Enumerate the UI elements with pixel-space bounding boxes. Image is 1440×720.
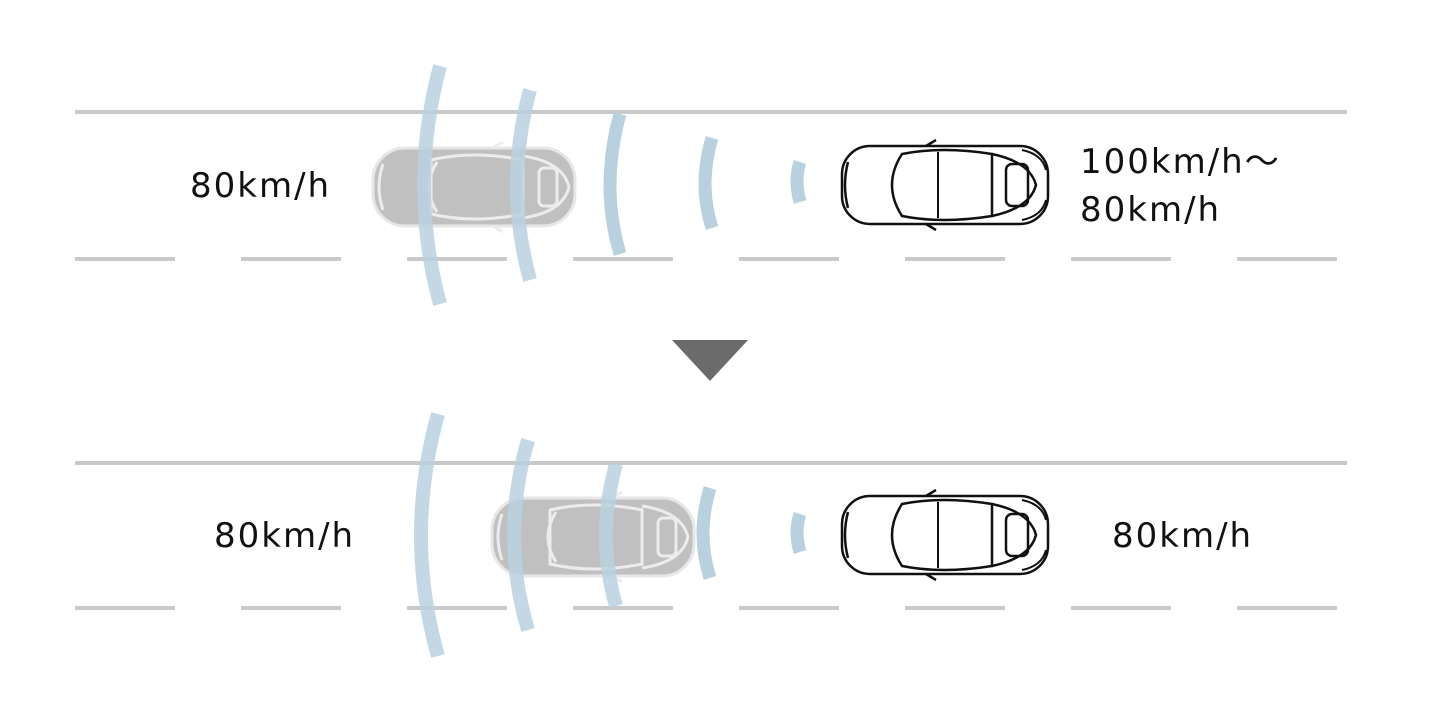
own-speed-after-text: 80km/h (214, 516, 356, 556)
radar-wave-icon (698, 136, 719, 230)
lead-speed-before-line2: 80km/h (1080, 190, 1222, 230)
lead-speed-after: 80km/h (1112, 512, 1253, 560)
own-speed-after: 80km/h (214, 512, 355, 560)
radar-wave-icon (510, 88, 537, 282)
lead-car-before (840, 138, 1050, 232)
radar-wave-icon (599, 462, 623, 608)
following-car-before (371, 140, 577, 234)
radar-wave-icon (507, 438, 535, 632)
radar-waves-before (417, 64, 807, 306)
radar-wave-icon (696, 486, 717, 580)
radar-wave-icon (414, 412, 445, 658)
radar-wave-icon (417, 64, 447, 306)
radar-wave-icon (790, 511, 807, 554)
radar-wave-icon (790, 159, 807, 204)
radar-waves-after (414, 412, 807, 658)
lane-top-after (75, 461, 1347, 610)
own-speed-before-text: 80km/h (190, 166, 332, 206)
own-speed-before: 80km/h (190, 162, 331, 210)
lead-speed-after-text: 80km/h (1112, 516, 1254, 556)
down-triangle-icon (672, 340, 748, 381)
lead-speed-before: 100km/h〜 80km/h (1080, 138, 1281, 234)
radar-wave-icon (603, 112, 627, 256)
lead-speed-before-line1: 100km/h〜 (1080, 142, 1281, 182)
lead-car-after (840, 488, 1050, 582)
lane-top-before (75, 110, 1347, 261)
